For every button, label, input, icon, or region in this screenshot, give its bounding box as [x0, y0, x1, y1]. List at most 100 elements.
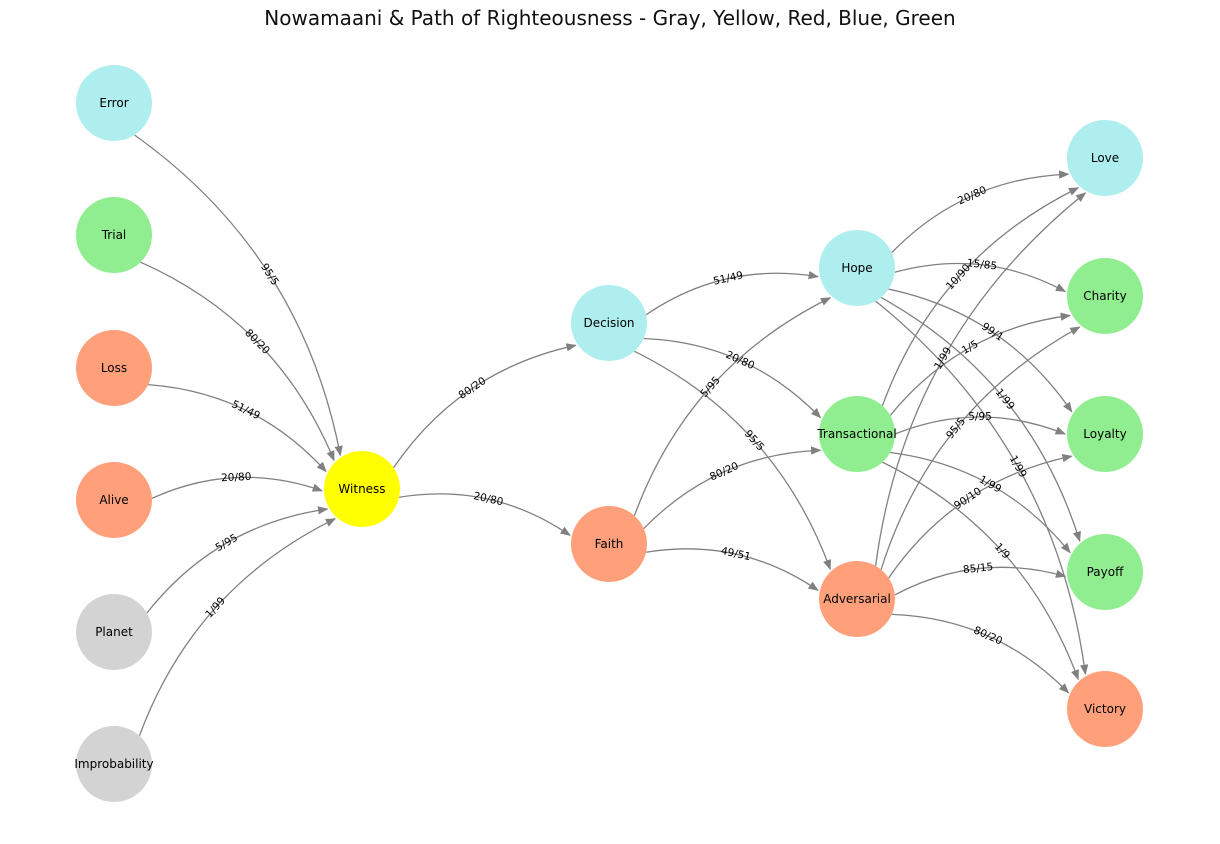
node-label: Loss	[101, 361, 127, 375]
edge-error-to-witness	[134, 134, 343, 457]
edge-alive-to-witness	[151, 476, 324, 499]
edge-transactional-to-love	[881, 187, 1080, 406]
node-label: Trial	[101, 228, 127, 242]
node-label: Planet	[95, 625, 133, 639]
edge-adversarial-to-charity	[880, 326, 1081, 570]
node-loyalty: Loyalty	[1067, 396, 1143, 472]
node-circle	[76, 462, 152, 538]
node-circle	[1067, 258, 1143, 334]
edge-decision-to-transactional	[643, 337, 822, 419]
node-label: Charity	[1083, 289, 1126, 303]
edge-label: 80/20	[242, 327, 272, 357]
node-circle	[571, 285, 647, 361]
edge-improbability-to-witness	[138, 518, 337, 737]
edge-adversarial-to-payoff	[894, 566, 1067, 596]
node-improbability: Improbability	[74, 726, 154, 802]
node-label: Faith	[595, 537, 624, 551]
node-love: Love	[1067, 120, 1143, 196]
node-circle	[819, 230, 895, 306]
edge-label: 10/90	[944, 262, 973, 293]
node-error: Error	[76, 65, 152, 141]
edge-label: 5/95	[968, 411, 992, 423]
edge-label: 15/85	[966, 257, 997, 272]
node-decision: Decision	[571, 285, 647, 361]
node-circle	[1067, 396, 1143, 472]
node-hope: Hope	[819, 230, 895, 306]
node-label: Victory	[1084, 702, 1126, 716]
edge-decision-to-adversarial	[634, 350, 831, 571]
node-label: Payoff	[1087, 565, 1124, 579]
edge-hope-to-payoff	[880, 296, 1081, 542]
node-label: Love	[1091, 151, 1119, 165]
edge-label: 20/80	[472, 490, 504, 508]
node-payoff: Payoff	[1067, 534, 1143, 610]
edge-hope-to-loyalty	[888, 288, 1073, 413]
node-victory: Victory	[1067, 671, 1143, 747]
node-faith: Faith	[571, 506, 647, 582]
edge-hope-to-victory	[875, 300, 1089, 676]
edge-adversarial-to-love	[874, 192, 1087, 566]
node-circle	[76, 197, 152, 273]
edge-label: 1/99	[932, 345, 954, 371]
node-circle	[1067, 671, 1143, 747]
edge-label: 1/99	[993, 386, 1017, 412]
edge-transactional-to-charity	[889, 312, 1072, 416]
edge-hope-to-love	[891, 170, 1070, 254]
node-circle	[76, 65, 152, 141]
node-trial: Trial	[76, 197, 152, 273]
edge-faith-to-adversarial	[645, 548, 819, 591]
edge-label: 51/49	[230, 398, 262, 422]
edge-decision-to-hope	[645, 271, 819, 316]
edge-witness-to-faith	[398, 493, 571, 536]
node-adversarial: Adversarial	[819, 561, 895, 637]
edge-adversarial-to-loyalty	[888, 454, 1073, 579]
edge-witness-to-decision	[393, 343, 577, 469]
edge-label: 20/80	[956, 184, 989, 207]
node-label: Error	[99, 96, 128, 110]
node-circle	[324, 451, 400, 527]
node-label: Witness	[338, 482, 385, 496]
edge-label: 80/20	[708, 460, 741, 483]
edges-layer	[134, 134, 1089, 737]
node-planet: Planet	[76, 594, 152, 670]
edge-hope-to-charity	[894, 262, 1067, 293]
node-circle	[1067, 120, 1143, 196]
node-label: Decision	[583, 316, 634, 330]
node-alive: Alive	[76, 462, 152, 538]
diagram-title: Nowamaani & Path of Righteousness - Gray…	[264, 6, 956, 30]
node-circle	[571, 506, 647, 582]
edge-label: 90/10	[952, 485, 984, 512]
edge-label: 49/51	[720, 545, 752, 563]
edge-transactional-to-loyalty	[894, 416, 1066, 435]
edge-transactional-to-payoff	[890, 451, 1071, 554]
node-label: Adversarial	[823, 592, 891, 606]
edge-label: 20/80	[221, 471, 252, 484]
edge-label: 80/20	[457, 375, 489, 402]
node-circle	[76, 330, 152, 406]
edge-planet-to-witness	[146, 506, 329, 614]
edge-adversarial-to-victory	[891, 613, 1070, 694]
edge-loss-to-witness	[148, 384, 327, 473]
node-label: Transactional	[816, 427, 896, 441]
edge-faith-to-transactional	[643, 446, 822, 530]
node-transactional: Transactional	[816, 396, 897, 472]
edge-transactional-to-victory	[882, 461, 1079, 681]
edge-label: 1/5	[960, 338, 981, 357]
node-label: Improbability	[74, 757, 153, 771]
node-circle	[819, 396, 895, 472]
node-charity: Charity	[1067, 258, 1143, 334]
edge-label: 5/95	[214, 532, 240, 554]
node-circle	[1067, 534, 1143, 610]
edge-trial-to-witness	[140, 261, 335, 462]
edge-label: 95/5	[742, 428, 767, 454]
edge-label: 85/15	[962, 561, 993, 576]
edge-label: 51/49	[712, 269, 744, 287]
edge-label: 80/20	[972, 624, 1005, 647]
edge-faith-to-hope	[633, 297, 832, 516]
edge-label: 95/5	[258, 261, 281, 287]
node-witness: Witness	[324, 451, 400, 527]
node-loss: Loss	[76, 330, 152, 406]
node-label: Hope	[841, 261, 872, 275]
